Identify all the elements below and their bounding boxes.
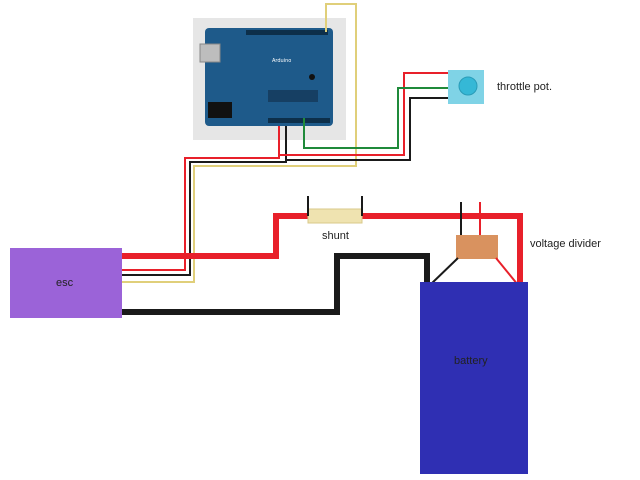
arduino-power-jack	[208, 102, 232, 118]
voltage-divider-to-neg	[429, 257, 459, 286]
arduino-header-top	[246, 30, 328, 35]
wire-power-red	[120, 213, 308, 259]
arduino-chip	[268, 90, 318, 102]
wire-yellow-signal	[120, 3, 357, 283]
shunt-body	[307, 208, 363, 224]
battery-body	[420, 282, 528, 474]
shunt-label: shunt	[322, 230, 349, 242]
battery-label: battery	[454, 355, 488, 367]
arduino-usb-connector	[199, 43, 221, 63]
wire-black-signal	[120, 126, 287, 276]
esc-label: esc	[56, 277, 74, 289]
voltage-divider-to-pos	[495, 257, 519, 286]
voltage-divider-body	[456, 235, 498, 259]
throttle-pot-knob	[458, 76, 478, 96]
arduino-header-bottom	[268, 118, 330, 123]
voltage-divider-label: voltage divider	[530, 238, 601, 250]
wire-pot-black	[286, 97, 448, 161]
wire-pot-red	[278, 72, 448, 158]
throttle-pot-label: throttle pot.	[497, 81, 552, 93]
esc-body	[10, 248, 122, 318]
wire-power-black	[120, 253, 430, 315]
arduino-label: Arduino	[272, 58, 291, 64]
arduino-reset-button	[309, 74, 315, 80]
wire-red-signal	[120, 126, 280, 271]
wire-power-red-right	[362, 213, 523, 285]
wire-pot-green	[303, 87, 448, 149]
